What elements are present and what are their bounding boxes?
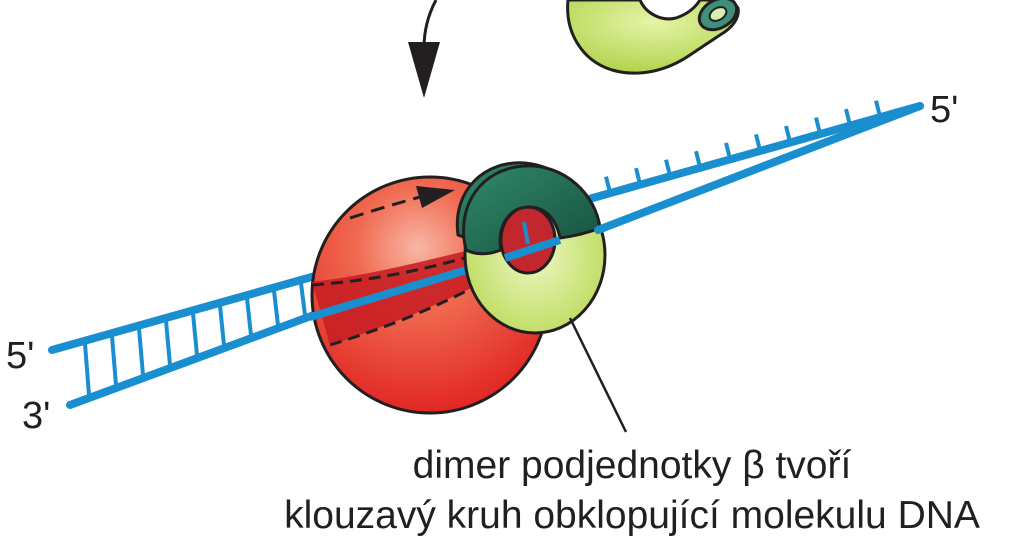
dna-single-strand-ticks [604, 100, 882, 194]
down-arrow-icon [408, 0, 440, 98]
free-clamp-icon [566, 0, 740, 75]
label-5prime-left: 5' [6, 335, 34, 377]
single-strand-tick [754, 133, 762, 151]
sliding-clamp [455, 161, 607, 335]
base-pair-rung [137, 328, 145, 376]
base-pair-rung [218, 305, 226, 346]
single-strand-tick [694, 150, 702, 168]
single-strand-tick [784, 125, 792, 143]
single-strand-tick [844, 108, 852, 126]
dna-duplex [48, 100, 924, 409]
single-strand-tick [634, 167, 642, 185]
base-pair-rung [110, 335, 118, 386]
single-strand-tick [814, 117, 822, 135]
base-pair-rung [299, 282, 307, 316]
dashed-right-arrow-icon [349, 186, 455, 220]
callout-line [568, 317, 628, 433]
single-strand-tick [724, 142, 732, 160]
base-pair-rung [164, 320, 172, 366]
caption-line-1: dimer podjednotky β tvoří [413, 444, 852, 487]
single-strand-tick [664, 159, 672, 177]
single-strand-tick [874, 100, 882, 118]
dna-base-pairs [83, 282, 307, 396]
dna-bottom-strand [66, 308, 326, 409]
base-pair-rung [272, 290, 280, 326]
single-strand-tick [604, 176, 612, 194]
label-5prime-right: 5' [930, 89, 958, 131]
base-pair-rung [83, 343, 91, 396]
caption-line-2: klouzavý kruh obklopující molekulu DNA [284, 494, 980, 537]
label-3prime-left: 3' [22, 395, 50, 437]
base-pair-rung [191, 313, 199, 356]
base-pair-rung [245, 297, 253, 336]
